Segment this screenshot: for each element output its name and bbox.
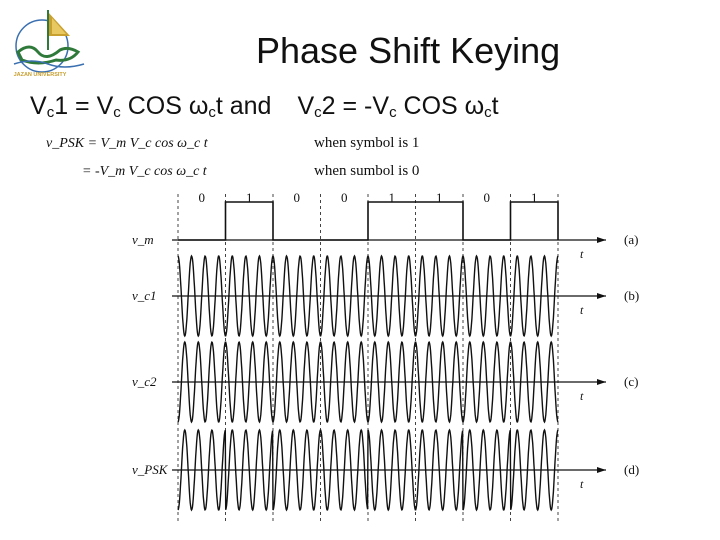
bit-label: 1 xyxy=(436,190,443,205)
row-tag: (c) xyxy=(624,374,638,389)
bit-label: 0 xyxy=(199,190,206,205)
axis-arrow xyxy=(597,293,606,299)
vc1-tail: t and xyxy=(215,92,272,120)
bit-label: 1 xyxy=(246,190,253,205)
row-tag: (d) xyxy=(624,462,639,477)
vc2-v: V xyxy=(297,92,315,120)
vc1-sub: c xyxy=(46,104,55,121)
bit-label: 0 xyxy=(484,190,491,205)
row-label: v_m xyxy=(132,232,154,247)
logo-wave xyxy=(13,60,85,68)
axis-arrow xyxy=(597,379,606,385)
row-label: v_c2 xyxy=(132,374,157,389)
psk-waveform-diagram: v_PSK = V_m V_c cos ω_c t when symbol is… xyxy=(46,135,639,522)
vc1-cos: COS ω xyxy=(120,92,209,120)
vc2-eq: 2 = -V xyxy=(321,92,390,120)
carrier-wave xyxy=(177,254,559,338)
waveform-rows: v_m (a) t v_c1 (b) t v_c2 (c) t v_PSK (d) t xyxy=(132,201,639,512)
axis-label: t xyxy=(580,303,584,317)
row-label: v_c1 xyxy=(132,288,157,303)
logo-calligraphy xyxy=(16,45,81,65)
row-tag: (b) xyxy=(624,288,639,303)
condition-line-1: when symbol is 1 xyxy=(314,135,419,151)
logo-sail-2 xyxy=(52,18,66,34)
slide-title: Phase Shift Keying xyxy=(256,30,561,71)
vc1-v: V xyxy=(30,92,47,120)
axis-arrow xyxy=(597,237,606,243)
bit-labels: 0 1 0 0 1 1 0 1 xyxy=(199,190,538,205)
vc2-tail: t xyxy=(491,92,499,120)
axis-label: t xyxy=(580,477,584,491)
carrier-wave xyxy=(177,340,559,424)
formula-line-1: v_PSK = V_m V_c cos ω_c t xyxy=(46,136,209,151)
vc2-sub: c xyxy=(314,104,322,121)
bit-label: 0 xyxy=(341,190,348,205)
vc2-sub3: c xyxy=(484,104,492,121)
vc1-sub2: c xyxy=(113,104,121,121)
message-signal xyxy=(178,201,559,241)
logo-caption: JAZAN UNIVERSITY xyxy=(14,72,67,78)
axis-arrow xyxy=(597,467,606,473)
formula-line-2: = -V_m V_c cos ω_c t xyxy=(82,164,208,179)
axis-label: t xyxy=(580,247,584,261)
logo-ring xyxy=(15,19,69,73)
vc2-sub2: c xyxy=(389,104,397,121)
vc2-cos: COS ω xyxy=(396,92,485,120)
university-logo: JAZAN UNIVERSITY xyxy=(8,6,100,82)
vc1-eq: 1 = V xyxy=(54,92,114,120)
vc1-sub3: c xyxy=(208,104,216,121)
carrier-wave xyxy=(177,428,559,512)
row-label: v_PSK xyxy=(132,462,169,477)
bit-dividers xyxy=(177,194,559,522)
bit-label: 1 xyxy=(389,190,396,205)
axis-label: t xyxy=(580,389,584,403)
bit-label: 0 xyxy=(294,190,301,205)
row-tag: (a) xyxy=(624,232,638,247)
condition-line-2: when sumbol is 0 xyxy=(314,163,419,179)
bit-label: 1 xyxy=(531,190,538,205)
